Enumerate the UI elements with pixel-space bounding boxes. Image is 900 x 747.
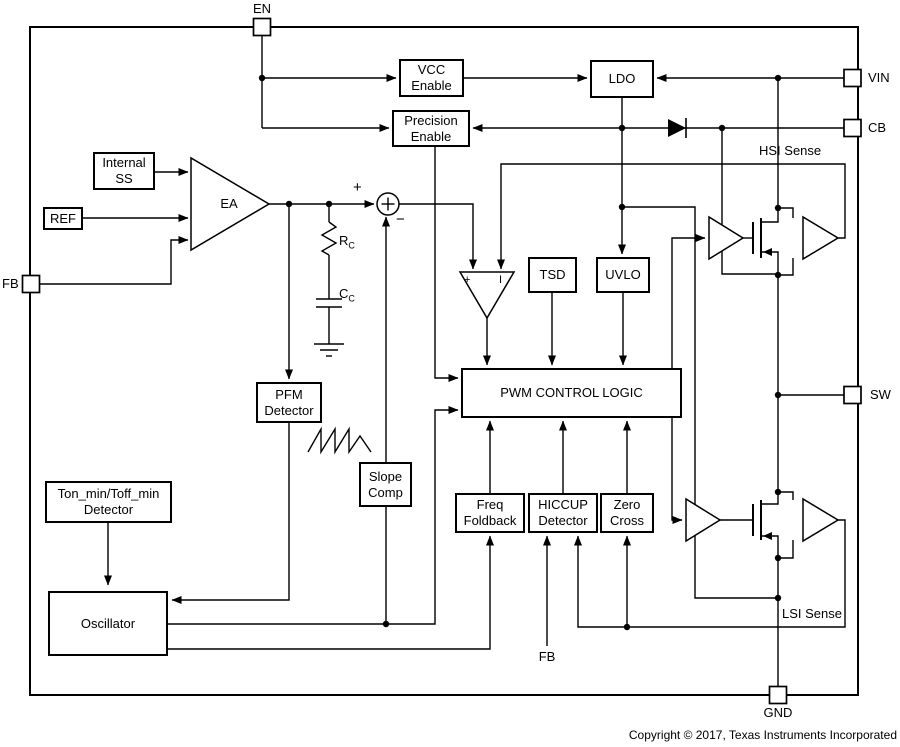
hs-mosfet: [752, 218, 772, 258]
lsi-sense-label: LSI Sense: [782, 606, 842, 621]
cc-base: C: [339, 286, 349, 301]
hs-driver-triangle: [708, 215, 745, 261]
uvlo-block: UVLO: [596, 257, 650, 293]
comparator-current-label: I: [499, 274, 503, 286]
cb-pin-label: CB: [868, 120, 887, 135]
internal-ss-block: Internal SS: [93, 152, 155, 190]
slope-comp-block: Slope Comp: [359, 462, 412, 507]
copyright-notice: Copyright © 2017, Texas Instruments Inco…: [628, 728, 897, 742]
cc-sub: C: [348, 293, 355, 304]
wiring: [261, 35, 844, 690]
chip-border: [29, 26, 859, 696]
summing-junction: [376, 192, 400, 216]
en-pin: [252, 17, 272, 37]
sawtooth-waveform: [307, 426, 372, 455]
rc-label: RC: [339, 234, 355, 253]
pfm-detector-block: PFM Detector: [256, 382, 322, 423]
junction-dots: [258, 74, 782, 631]
error-amp-triangle: [190, 156, 271, 252]
vin-pin: [843, 68, 862, 88]
pwm-control-logic-block: PWM CONTROL LOGIC: [461, 368, 682, 418]
ref-block: REF: [43, 207, 83, 230]
summing-plus-sign: +: [353, 179, 362, 196]
fb-bottom-label: FB: [538, 649, 556, 664]
summing-minus-sign: −: [396, 211, 405, 228]
en-pin-label: EN: [252, 1, 272, 16]
vcc-enable-block: VCC Enable: [399, 59, 464, 97]
fb-pin: [21, 274, 41, 294]
hsi-sense-label: HSI Sense: [759, 143, 822, 158]
zero-cross-block: Zero Cross: [600, 493, 654, 533]
fb-pin-label: FB: [2, 276, 19, 291]
hiccup-detector-block: HICCUP Detector: [528, 493, 598, 533]
oscillator-block: Oscillator: [48, 591, 168, 656]
lsi-sense-amp-triangle: [802, 497, 840, 543]
error-amp-label: EA: [220, 196, 238, 211]
hsi-sense-amp-triangle: [802, 215, 840, 261]
sw-pin-label: SW: [870, 387, 891, 402]
freq-foldback-block: Freq Foldback: [455, 493, 525, 533]
signal-arrows: [40, 74, 846, 650]
rc-base: R: [339, 233, 349, 248]
ldo-block: LDO: [590, 60, 654, 98]
ls-driver-triangle: [685, 497, 722, 543]
gnd-pin: [768, 685, 788, 705]
pin-squares: [21, 17, 862, 705]
sw-pin: [843, 385, 862, 405]
vin-pin-label: VIN: [868, 70, 890, 85]
comparator-plus-label: +: [464, 274, 471, 286]
ton-min-toff-min-detector-block: Ton_min/Toff_min Detector: [45, 481, 172, 523]
rc-sub: C: [348, 240, 355, 251]
cb-pin: [843, 118, 862, 138]
ls-mosfet: [752, 500, 772, 540]
precision-enable-block: Precision Enable: [392, 110, 470, 147]
gnd-pin-label: GND: [763, 705, 793, 720]
cc-label: CC: [339, 287, 355, 306]
bootstrap-diode: [668, 118, 687, 138]
pwm-comparator-triangle: [458, 271, 516, 320]
tsd-block: TSD: [528, 257, 577, 293]
